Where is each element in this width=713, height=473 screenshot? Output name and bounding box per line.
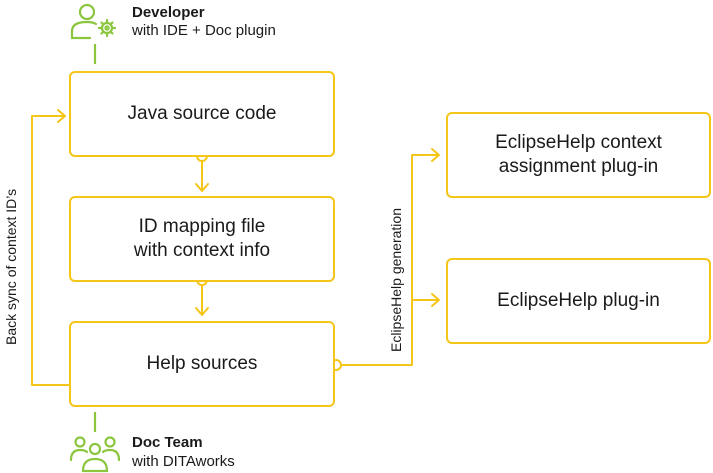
developer-gear-icon [70, 3, 117, 40]
node-context-plugin: EclipseHelp context assignment plug-in [446, 112, 711, 198]
node-eclipse-plugin: EclipseHelp plug-in [446, 258, 711, 344]
developer-title: Developer [132, 4, 205, 21]
node-java-source: Java source code [69, 71, 335, 157]
back-sync-label: Back sync of context ID’s [3, 188, 19, 345]
node-help-sources: Help sources [69, 321, 335, 407]
team-group-icon [69, 436, 121, 473]
node-id-mapping: ID mapping file with context info [69, 196, 335, 282]
doc-team-title: Doc Team [132, 434, 203, 451]
generation-label: EclipseHelp generation [388, 208, 404, 352]
developer-subtitle: with IDE + Doc plugin [132, 22, 276, 39]
doc-team-subtitle: with DITAworks [132, 453, 235, 470]
